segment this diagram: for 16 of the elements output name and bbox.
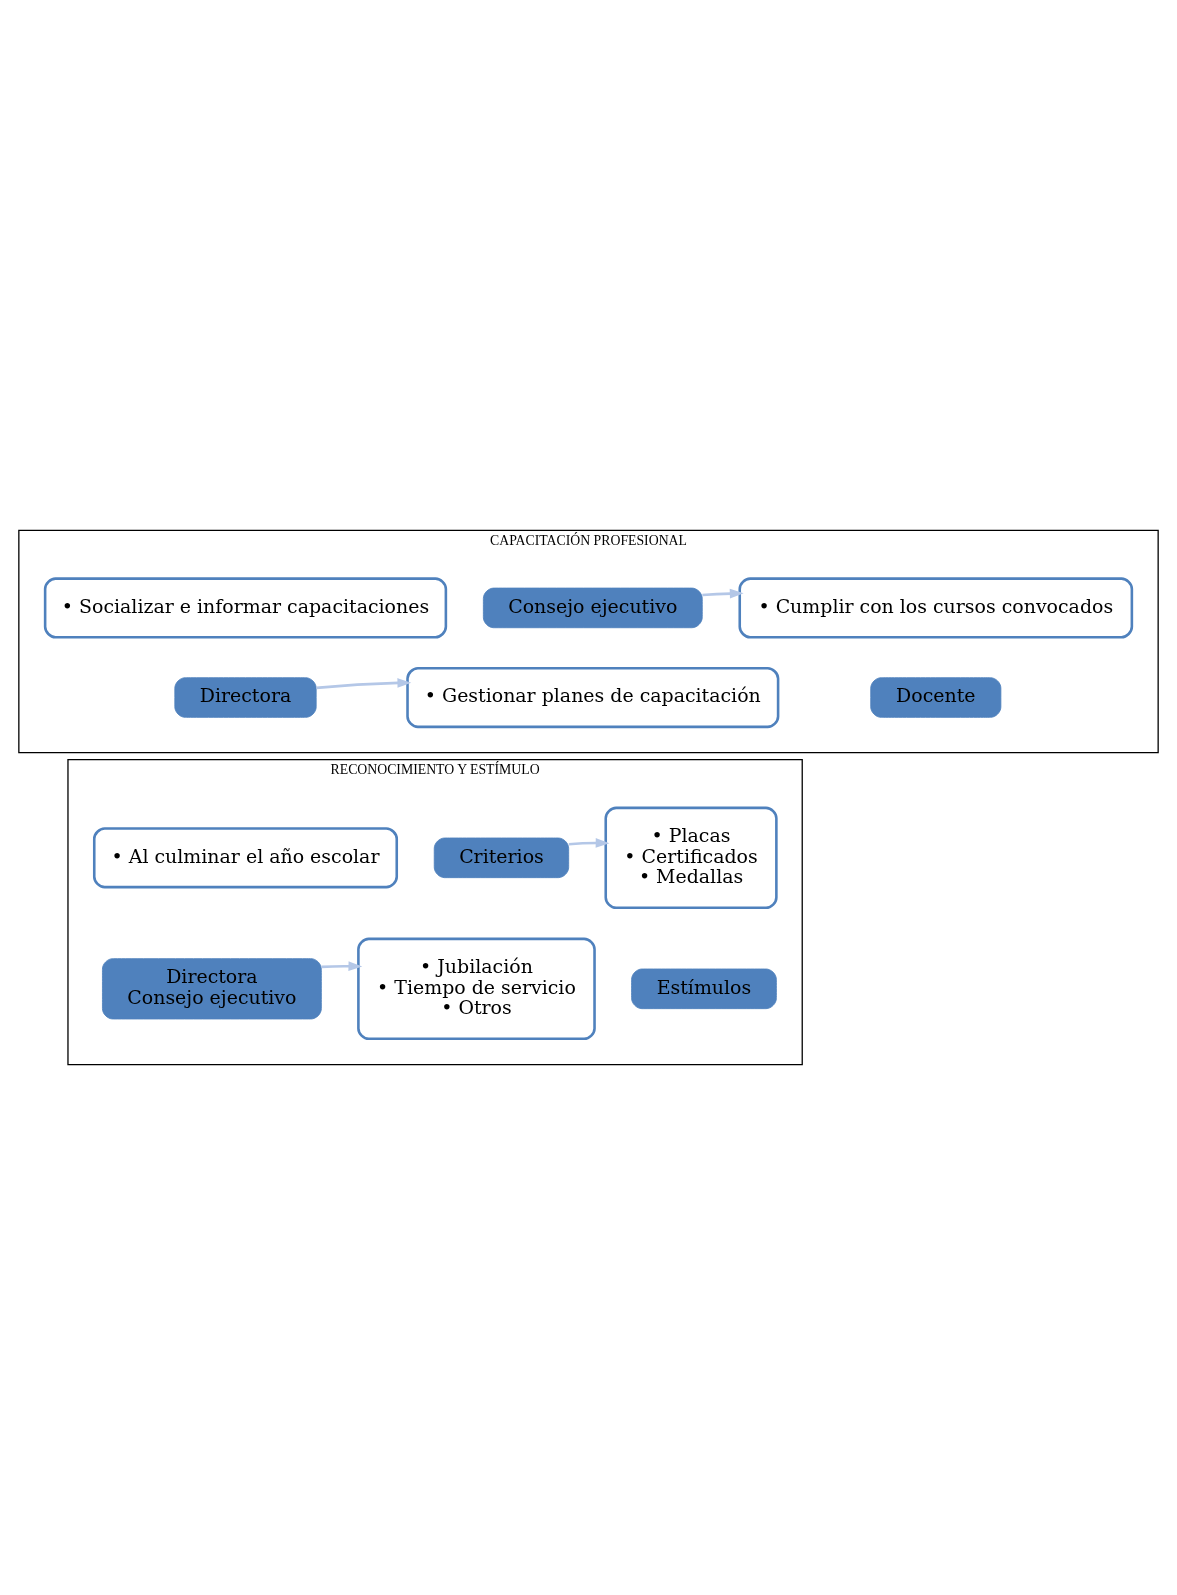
node-box: • Jubilación • Tiempo de servicio • Otros [357,937,596,1041]
node-box: Docente [870,677,1002,718]
node-box: Consejo ejecutivo [482,587,703,629]
arrow [568,838,610,848]
arrow [702,588,744,599]
node-box: • Al culminar el año escolar [92,827,399,889]
node-box: Directora [174,677,317,718]
node-box: • Socializar e informar capacitaciones [43,577,448,639]
arrow [321,961,363,972]
arrow [316,678,412,690]
node-box: Estímulos [631,968,777,1010]
node-box: Criterios [433,837,570,879]
node-box: • Cumplir con los cursos convocados [738,577,1134,639]
node-box: • Gestionar planes de capacitación [406,666,780,729]
node-box: • Placas • Certificados • Medallas [604,806,778,910]
node-box: Directora Consejo ejecutivo [102,958,322,1020]
